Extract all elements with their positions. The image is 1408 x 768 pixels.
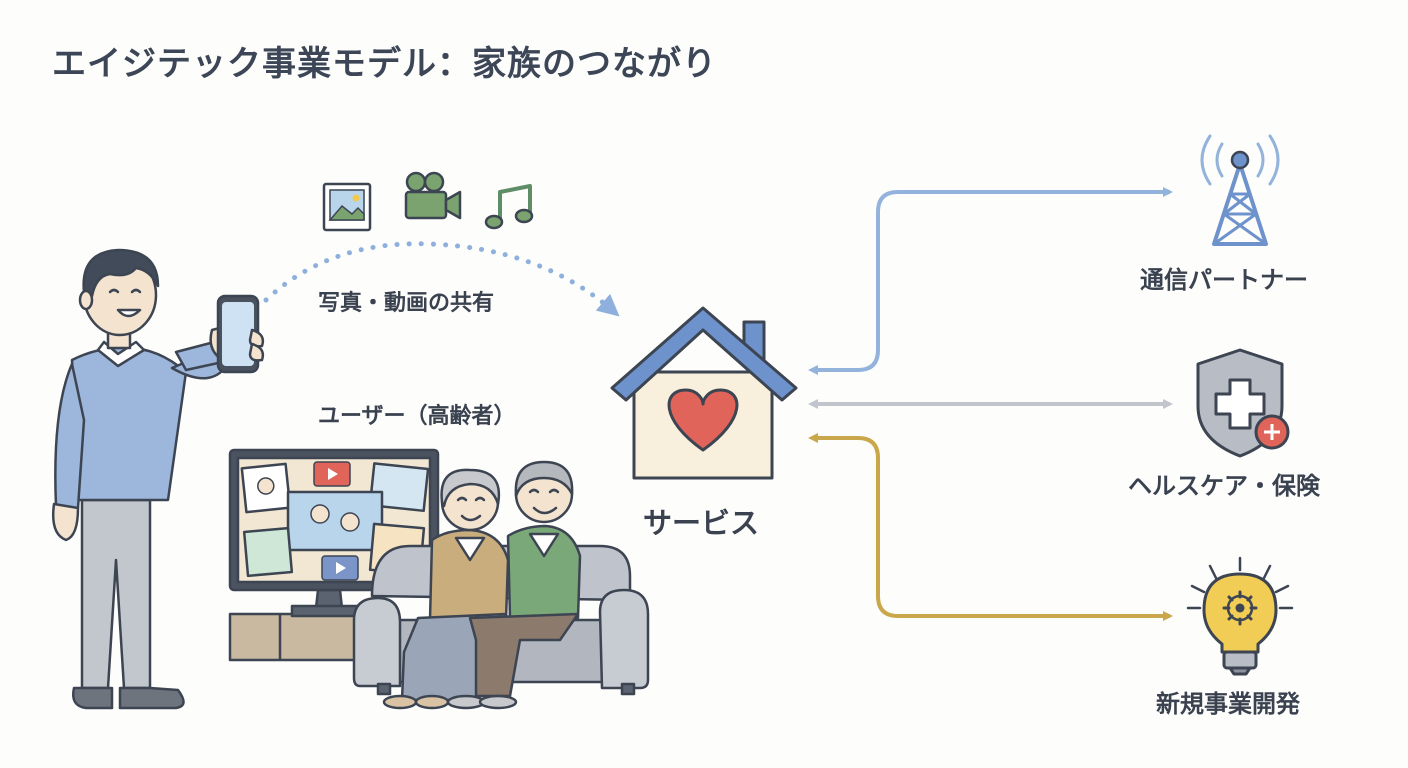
service-label: サービス <box>643 506 760 540</box>
new-business-label: 新規事業開発 <box>1156 690 1300 718</box>
diagram-title: エイジテック事業モデル：家族のつながり <box>52 44 717 84</box>
antenna-tower-icon <box>1200 134 1280 246</box>
shield-cross-icon <box>1196 348 1290 458</box>
video-camera-icon <box>404 171 462 220</box>
elderly-couple-illustration <box>352 460 650 710</box>
photo-icon <box>322 182 372 232</box>
newbiz-arrow <box>808 433 1173 621</box>
healthcare-insurance-label: ヘルスケア・保険 <box>1128 472 1320 500</box>
telecom-arrow <box>808 187 1173 375</box>
lightbulb-gear-icon <box>1186 556 1294 676</box>
house-heart-icon <box>610 306 798 480</box>
user-label: ユーザー（高齢者） <box>318 404 516 429</box>
telecom-partner-label: 通信パートナー <box>1140 266 1308 294</box>
music-note-icon <box>484 184 534 230</box>
share-label: 写真・動画の共有 <box>318 291 495 316</box>
young-man-illustration <box>52 248 265 710</box>
